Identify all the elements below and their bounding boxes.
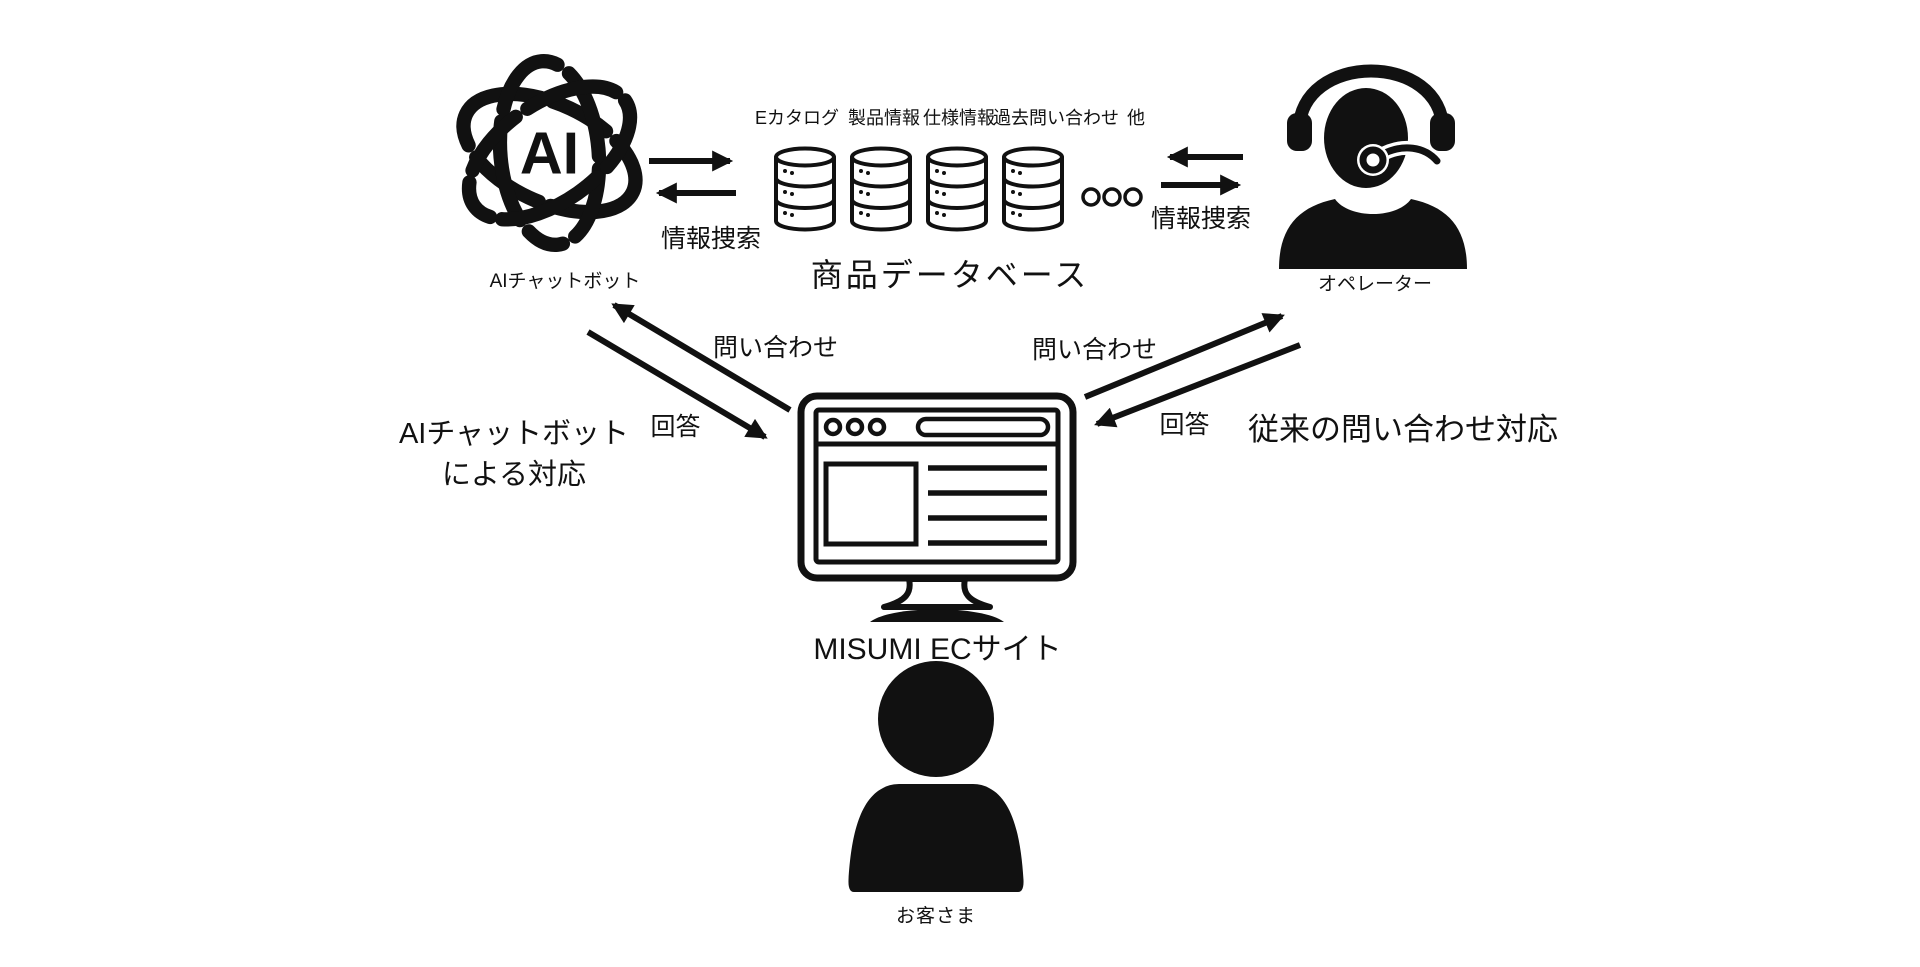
database-cylinder-icon — [1002, 146, 1064, 232]
arrow-site-to-ai — [611, 302, 792, 413]
arrow-ai-to-site — [586, 329, 768, 440]
db-source-label-spec-info: 仕様情報 — [923, 108, 995, 128]
caption-left-line2: による対応 — [441, 458, 587, 491]
left-inquiry-label: 問い合わせ — [713, 334, 839, 362]
operator-db-search-label: 情報捜索 — [1150, 205, 1251, 233]
ec-site-label: MISUMI ECサイト — [813, 633, 1062, 666]
arrow-operator-to-site — [1094, 342, 1302, 428]
ec-site-monitor-icon — [797, 392, 1077, 622]
right-inquiry-label: 問い合わせ — [1032, 336, 1158, 364]
product-database-label: 商品データベース — [810, 257, 1090, 293]
ai-chatbot-label: AIチャットボット — [489, 271, 641, 292]
more-databases-dots-icon — [1081, 187, 1143, 207]
database-cylinder-icon — [774, 146, 836, 232]
ai-atom-icon: AI — [456, 54, 643, 252]
right-answer-label: 回答 — [1159, 411, 1210, 439]
caption-ai-chatbot-handling: AIチャットボット による対応 — [393, 414, 635, 495]
ai-db-search-label: 情報捜索 — [660, 225, 761, 253]
left-answer-label: 回答 — [650, 413, 701, 441]
db-source-label-product-info: 製品情報 — [848, 108, 920, 128]
database-cylinder-icon — [850, 146, 912, 232]
caption-left-line1: AIチャットボット — [398, 418, 630, 450]
operator-label: オペレーター — [1317, 274, 1432, 295]
operator-headset-icon — [1279, 64, 1467, 269]
db-source-label-ecatalog: Eカタログ — [754, 108, 839, 128]
db-source-label-past-inquiries: 過去問い合わせ — [993, 108, 1119, 128]
db-source-label-other: 他 — [1127, 108, 1145, 128]
caption-conventional-handling: 従来の問い合わせ対応 — [1248, 412, 1558, 447]
arrow-site-to-operator — [1083, 313, 1285, 400]
customer-label: お客さま — [895, 906, 976, 927]
customer-icon — [848, 661, 1024, 892]
database-cylinder-icon — [926, 146, 988, 232]
ai-icon-text: AI — [520, 119, 579, 186]
